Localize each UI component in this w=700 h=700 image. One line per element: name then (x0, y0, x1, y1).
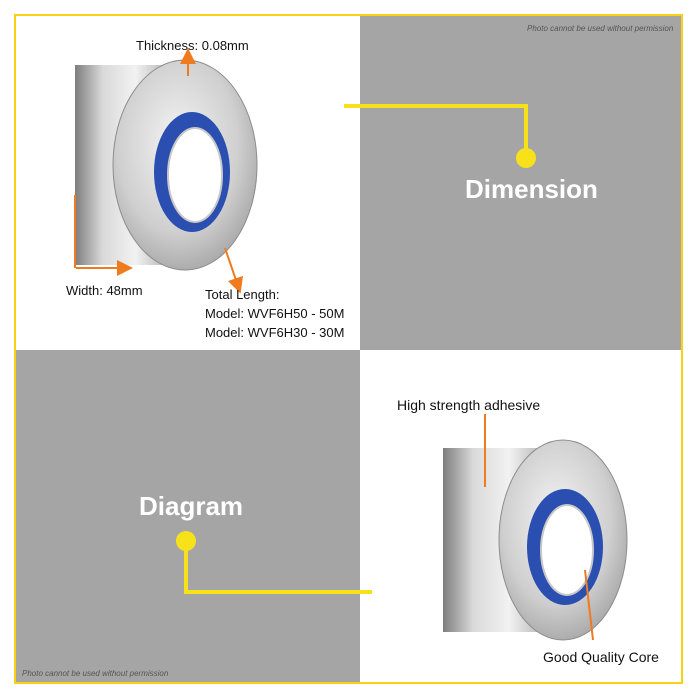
watermark-bottom: Photo cannot be used without permission (22, 669, 169, 678)
model-2-label: Model: WVF6H30 - 30M (205, 324, 345, 340)
total-length-label: Total Length: (205, 287, 280, 302)
thickness-label: Thickness: 0.08mm (136, 38, 249, 53)
dimension-title: Dimension (465, 174, 598, 204)
tape-roll-image-bottom (443, 439, 628, 641)
model-1-label: Model: WVF6H50 - 50M (205, 305, 345, 321)
length-arrow (224, 247, 243, 294)
core-label: Good Quality Core (543, 649, 659, 665)
yellow-frame (14, 14, 683, 684)
width-arrows (74, 195, 133, 276)
diagram-title: Diagram (139, 491, 244, 521)
panel-diagram-title (16, 350, 360, 682)
watermark-top: Photo cannot be used without permission (527, 24, 674, 33)
connector-diagram (176, 531, 372, 594)
tape-roll-image-top (75, 59, 258, 271)
panel-dimension-title (360, 16, 682, 350)
core-pointer (584, 569, 594, 641)
adhesive-label: High strength adhesive (397, 397, 541, 413)
connector-dimension (344, 104, 536, 168)
width-label: Width: 48mm (66, 283, 143, 298)
total-length-block: Total Length: Model: WVF6H50 - 50M Model… (205, 286, 344, 343)
